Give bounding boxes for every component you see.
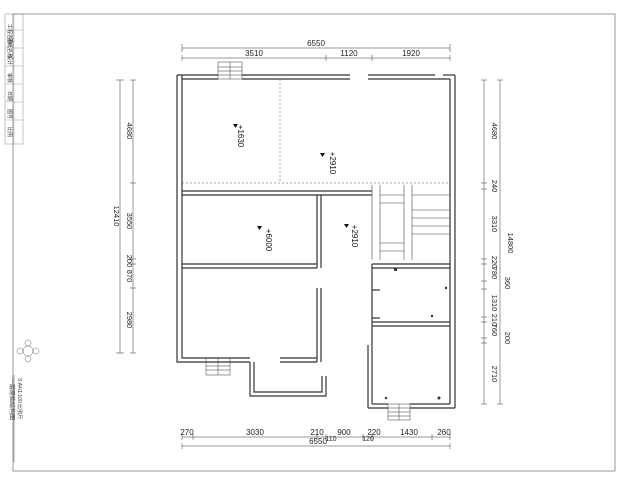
right-segment-label: 240 xyxy=(490,180,499,193)
left-segment-label: 3550 xyxy=(125,213,134,230)
top-dimension-overall xyxy=(181,44,451,52)
beam-dashed-lines xyxy=(182,79,450,184)
drawing-title: 一层原始结构图 xyxy=(8,378,16,420)
bottom-segment-label: 3030 xyxy=(246,428,264,437)
right-segment-label: 210 xyxy=(490,314,499,327)
level-label: +2910 xyxy=(328,152,337,175)
left-dimension-lines xyxy=(116,79,136,354)
window-bottom-right xyxy=(387,403,411,421)
title-block-line: 比例 xyxy=(6,127,13,137)
bottom-segment-label: 270 xyxy=(180,428,194,437)
top-segment-label: 3510 xyxy=(245,49,263,58)
level-marker: +6000 xyxy=(257,226,273,252)
right-segment-label: 2710 xyxy=(490,366,499,383)
right-segment-label: 780 xyxy=(490,267,499,280)
right-segment-label: 200 xyxy=(503,332,512,345)
right-segment-label: 1310 xyxy=(490,295,499,312)
right-overall-label: 14800 xyxy=(506,233,515,254)
bottom-segment-label: 1430 xyxy=(400,428,418,437)
right-segment-label: 3310 xyxy=(490,216,499,233)
title-block: 工程名称: 图纸名称 设计 审核 日期 图号 比例 xyxy=(4,13,24,145)
bottom-segment-label: 900 xyxy=(337,428,351,437)
compass-logo-icon xyxy=(16,339,40,363)
bottom-sub-label: 120 xyxy=(362,436,374,443)
left-segment-label: 200 xyxy=(125,255,134,268)
bottom-segment-label: 220 xyxy=(367,428,381,437)
right-dimension-lines xyxy=(481,79,503,405)
bottom-sub-label: 110 xyxy=(325,436,336,443)
title-block-line: 日期 xyxy=(6,91,12,101)
title-block-line: 审核 xyxy=(6,73,13,83)
fixture-marks xyxy=(384,268,448,400)
window-bottom-left xyxy=(205,357,231,376)
right-segment-label: 760 xyxy=(490,324,499,337)
level-marker: +2910 xyxy=(320,152,337,175)
level-label: +6000 xyxy=(264,229,273,252)
title-block-line: 设计 xyxy=(6,55,13,65)
left-segment-label: 4680 xyxy=(125,123,134,140)
top-segment-label: 1920 xyxy=(402,49,420,58)
right-segment-label: 220 xyxy=(490,256,499,269)
window-top xyxy=(217,61,243,80)
left-overall-label: 12410 xyxy=(112,206,121,227)
top-dimension-segments xyxy=(181,55,451,61)
level-label: +2910 xyxy=(350,225,359,248)
bottom-segment-label: 260 xyxy=(437,428,451,437)
bottom-dimension-segments xyxy=(181,434,451,449)
title-block-line: 图纸名称 xyxy=(6,38,13,58)
level-marker: +1630 xyxy=(233,124,245,148)
sheet-border xyxy=(12,13,616,472)
top-segment-label: 1120 xyxy=(340,49,358,58)
title-block-line: 工程名称: xyxy=(6,24,13,45)
staircase xyxy=(371,185,450,260)
right-segment-label: 360 xyxy=(503,277,512,290)
bottom-segment-label: 210 xyxy=(310,428,324,437)
left-segment-label: 870 xyxy=(125,270,134,283)
bottom-overall-label: 6550 xyxy=(309,437,327,446)
drawing-subtitle: S:A4/1:100 比例尺 xyxy=(16,378,23,419)
top-overall-label: 6550 xyxy=(307,39,325,48)
left-segment-label: 2980 xyxy=(125,312,134,329)
right-segment-label: 4680 xyxy=(490,123,499,140)
level-label: +1630 xyxy=(236,125,245,148)
title-block-line: 图号 xyxy=(6,109,12,119)
level-marker: +2910 xyxy=(344,224,359,248)
